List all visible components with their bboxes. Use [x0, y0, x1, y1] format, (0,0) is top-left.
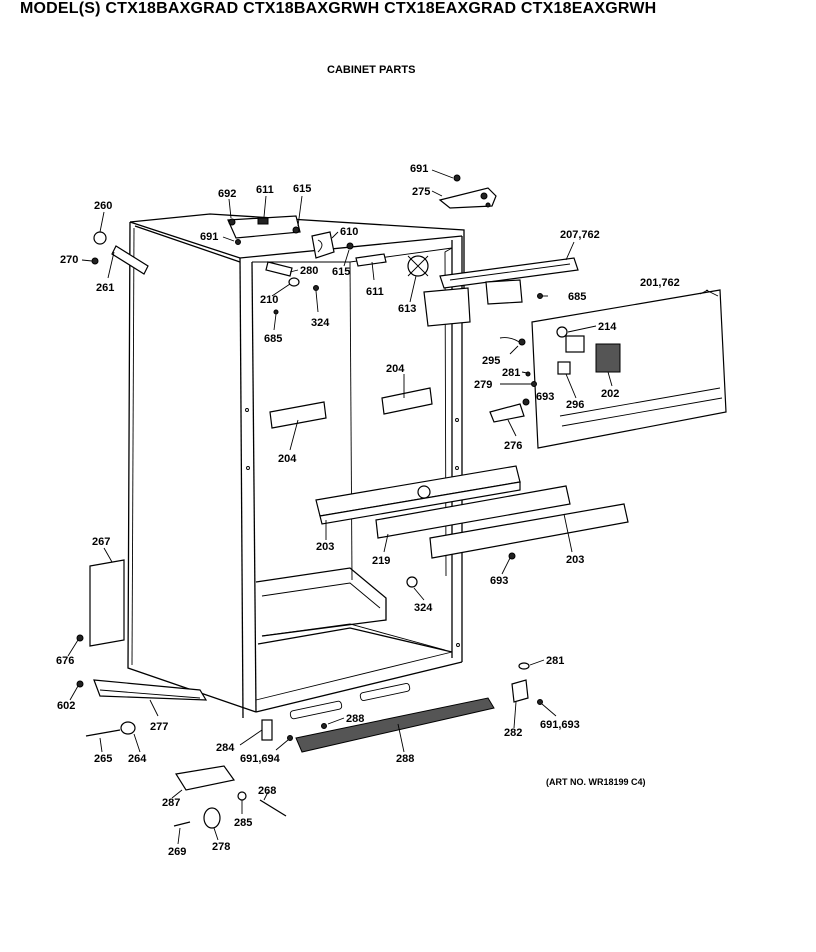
callout-324: 324	[311, 317, 330, 329]
callout-615: 615	[293, 183, 311, 195]
callout-214: 214	[598, 321, 617, 333]
callout-264: 264	[128, 753, 147, 765]
callout-685: 685	[568, 291, 586, 303]
callout-260: 260	[94, 200, 112, 212]
callout-676: 676	[56, 655, 74, 667]
callout-288: 288	[396, 753, 414, 765]
shelf-supports	[269, 387, 629, 588]
callout-611: 611	[366, 286, 384, 298]
section-title: CABINET PARTS	[327, 64, 416, 76]
callout-279: 279	[474, 379, 492, 391]
control-panel	[489, 289, 727, 449]
callout-693: 693	[490, 575, 508, 587]
callout-324: 324	[414, 602, 433, 614]
callout-275: 275	[412, 186, 430, 198]
callout-204: 204	[278, 453, 297, 465]
callout-269: 269	[168, 846, 186, 858]
callout-685: 685	[264, 333, 282, 345]
callout-287: 287	[162, 797, 180, 809]
callout-267: 267	[92, 536, 110, 548]
callout-261: 261	[96, 282, 114, 294]
cabinet-shell	[127, 213, 465, 720]
callout-691-694: 691,694	[240, 753, 281, 765]
callout-203: 203	[316, 541, 334, 553]
callout-610: 610	[340, 226, 358, 238]
callout-615: 615	[332, 266, 350, 278]
callout-201-762: 201,762	[640, 277, 680, 289]
callout-278: 278	[212, 841, 230, 853]
callout-207-762: 207,762	[560, 229, 600, 241]
callout-281: 281	[546, 655, 564, 667]
callout-692: 692	[218, 188, 236, 200]
callout-202: 202	[601, 388, 619, 400]
callout-295: 295	[482, 355, 500, 367]
callout-611: 611	[256, 184, 274, 196]
callout-296: 296	[566, 399, 584, 411]
callout-281: 281	[502, 367, 520, 379]
callout-265: 265	[94, 753, 112, 765]
callout-270: 270	[60, 254, 78, 266]
callout-276: 276	[504, 440, 522, 452]
callout-613: 613	[398, 303, 416, 315]
callout-203: 203	[566, 554, 584, 566]
callout-282: 282	[504, 727, 522, 739]
callout-277: 277	[150, 721, 168, 733]
callout-284: 284	[216, 742, 235, 754]
top-hardware	[91, 174, 579, 327]
callout-268: 268	[258, 785, 276, 797]
callout-288: 288	[346, 713, 364, 725]
model-numbers-heading: MODEL(S) CTX18BAXGRAD CTX18BAXGRWH CTX18…	[20, 0, 657, 17]
art-number: (ART NO. WR18199 C4)	[546, 777, 646, 787]
callout-labels: 691 275 692 611 615 260 691 610 270 261 …	[56, 163, 680, 858]
callout-204: 204	[386, 363, 405, 375]
callout-691-693: 691,693	[540, 719, 580, 731]
callout-691: 691	[200, 231, 218, 243]
callout-280: 280	[300, 265, 318, 277]
callout-693: 693	[536, 391, 554, 403]
lower-parts	[76, 559, 543, 829]
callout-285: 285	[234, 817, 252, 829]
callout-602: 602	[57, 700, 75, 712]
callout-691: 691	[410, 163, 428, 175]
callout-219: 219	[372, 555, 390, 567]
leader-lines	[67, 169, 719, 845]
callout-210: 210	[260, 294, 278, 306]
